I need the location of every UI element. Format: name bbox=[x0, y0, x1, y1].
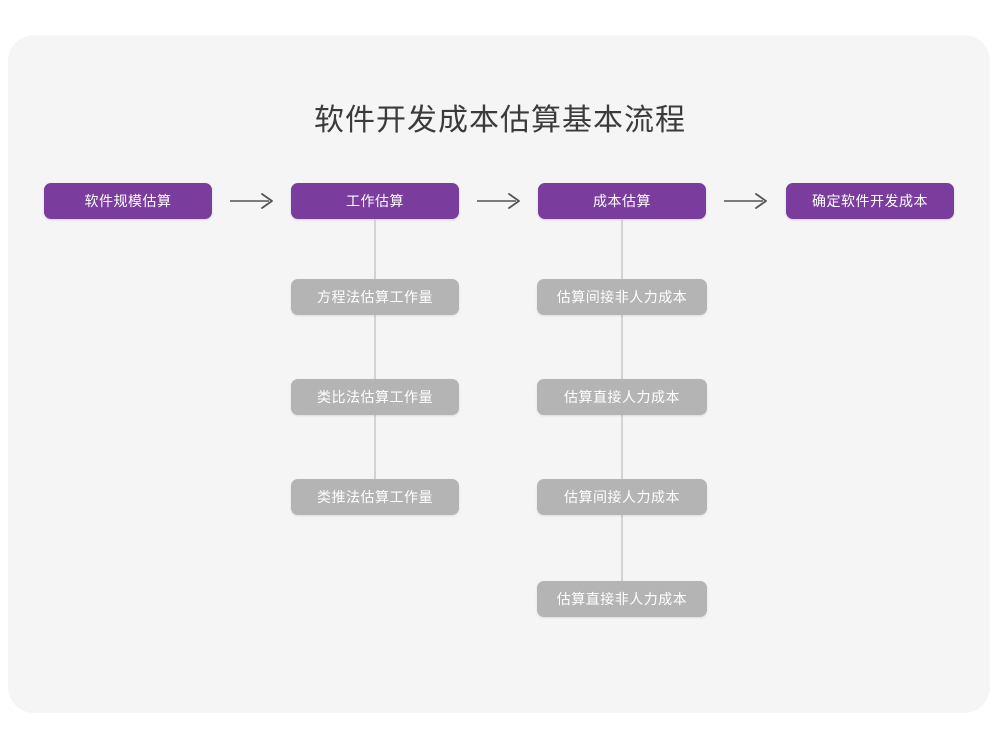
page-title: 软件开发成本估算基本流程 bbox=[314, 104, 686, 137]
branch-node-analogous-inference-effort[interactable]: 类推法估算工作量 bbox=[291, 479, 459, 515]
connector-line-work-estimation bbox=[374, 219, 376, 481]
branch-node-indirect-labor-cost[interactable]: 估算间接人力成本 bbox=[537, 479, 707, 515]
arrow-right-icon-2 bbox=[476, 191, 522, 211]
flow-node-work-estimation[interactable]: 工作估算 bbox=[291, 183, 459, 219]
arrow-right-icon-3 bbox=[723, 191, 769, 211]
branch-node-direct-non-labor-cost[interactable]: 估算直接非人力成本 bbox=[537, 581, 707, 617]
arrow-right-icon-1 bbox=[229, 191, 275, 211]
branch-node-equation-method-effort[interactable]: 方程法估算工作量 bbox=[291, 279, 459, 315]
flow-node-software-scale-estimation[interactable]: 软件规模估算 bbox=[44, 183, 212, 219]
branch-node-analogy-method-effort[interactable]: 类比法估算工作量 bbox=[291, 379, 459, 415]
branch-node-direct-labor-cost[interactable]: 估算直接人力成本 bbox=[537, 379, 707, 415]
flow-node-determine-development-cost[interactable]: 确定软件开发成本 bbox=[786, 183, 954, 219]
branch-node-indirect-non-labor-cost[interactable]: 估算间接非人力成本 bbox=[537, 279, 707, 315]
flow-node-cost-estimation[interactable]: 成本估算 bbox=[538, 183, 706, 219]
diagram-card bbox=[8, 35, 990, 713]
